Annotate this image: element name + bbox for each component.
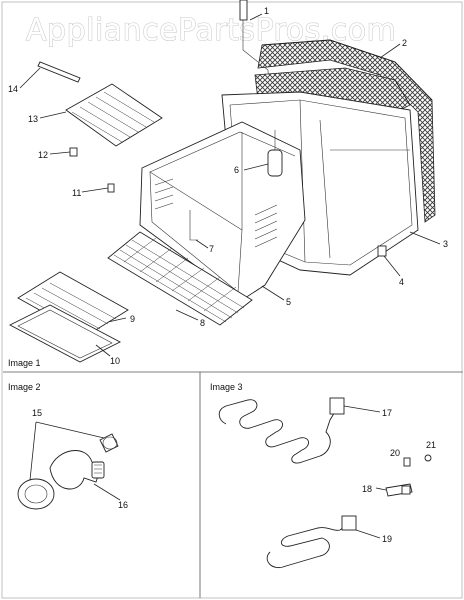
callout-21: 21 [426,440,436,450]
callout-8: 8 [200,318,205,328]
callout-4: 4 [399,277,404,287]
part-19-bake-element [266,515,357,568]
callout-13: 13 [28,114,38,124]
part-4-screw [377,245,387,257]
part-20-spacer [403,457,411,467]
callout-17: 17 [382,408,392,418]
callout-2: 2 [402,38,407,48]
callout-15: 15 [32,408,42,418]
callout-leader-lines-image-3 [343,405,387,539]
part-10-broil-pan [9,304,121,363]
callout-12: 12 [38,150,48,160]
part-17-broil-element [218,397,345,464]
callout-10: 10 [110,356,120,366]
callout-3: 3 [443,239,448,249]
callout-leader-lines-image-2 [29,421,121,501]
part-21-screw [424,454,432,462]
panel-label-image-3: Image 3 [210,382,243,392]
callout-16: 16 [118,500,128,510]
part-5-oven-liner [139,121,306,301]
part-11-clip [107,183,115,193]
panel-label-image-1: Image 1 [8,358,41,368]
part-8-oven-rack [107,231,253,326]
callout-5: 5 [286,297,291,307]
part-18-terminal-block [385,483,413,497]
callout-7: 7 [209,244,214,254]
callout-20: 20 [390,448,400,458]
part-6-sensor [267,130,283,177]
part-12-bracket [69,147,78,157]
panel-label-image-2: Image 2 [8,382,41,392]
part-7-probe [189,210,198,241]
part-14-rack-rail [37,61,81,83]
callout-9: 9 [130,314,135,324]
callout-leader-lines-image-1 [19,13,441,357]
part-15-lens-cover [17,433,119,510]
callout-19: 19 [382,534,392,544]
callout-1: 1 [264,6,269,16]
callout-6: 6 [234,165,239,175]
watermark-text: AppliancePartsPros.com [26,13,396,48]
part-16-light-bulb [49,450,105,490]
callout-18: 18 [362,484,372,494]
callout-11: 11 [72,188,81,198]
part-13-upper-rack [65,83,163,147]
callout-14: 14 [8,84,18,94]
